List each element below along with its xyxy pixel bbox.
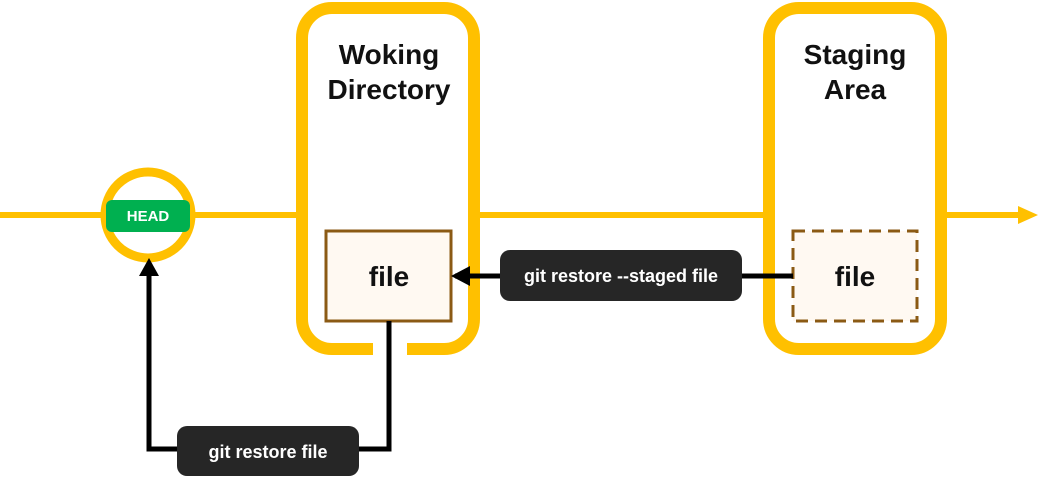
restore-file-command-badge xyxy=(177,426,359,476)
head-badge xyxy=(106,200,190,232)
staging-area-title-line2: Area xyxy=(824,74,887,105)
staging-area-file xyxy=(791,229,919,323)
staging-area-file-label: file xyxy=(835,261,875,292)
timeline-arrowhead xyxy=(1018,206,1038,224)
restore-file-command-label: git restore file xyxy=(208,442,327,462)
staging-area-title-line1: Staging xyxy=(804,39,907,70)
working-directory-title-line1: Woking xyxy=(339,39,440,70)
restore-staged-command-label: git restore --staged file xyxy=(524,266,718,286)
restore-staged-arrowhead xyxy=(451,266,470,286)
restore-staged-command-badge xyxy=(500,250,742,301)
restore-file-arrowhead xyxy=(139,258,159,276)
working-directory-title-line2: Directory xyxy=(328,74,451,105)
working-directory-file-label: file xyxy=(369,261,409,292)
head-label: HEAD xyxy=(127,208,170,225)
